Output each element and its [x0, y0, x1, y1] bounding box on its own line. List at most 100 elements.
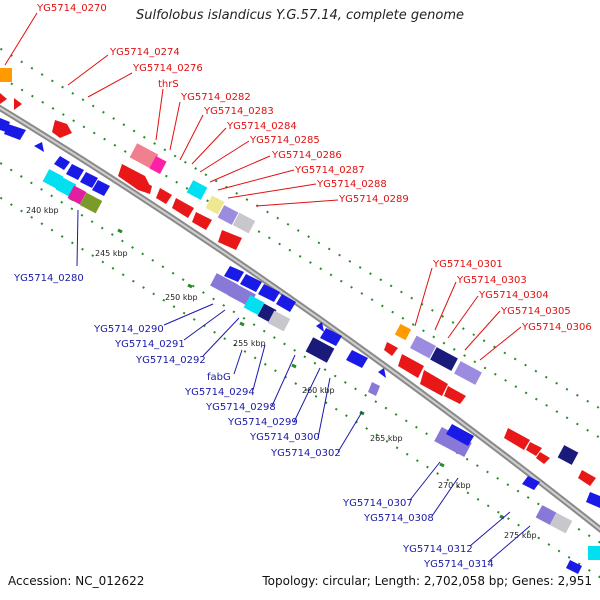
- gene-red-0286: [172, 198, 194, 218]
- gene-cyan-0292: [243, 295, 265, 315]
- label-YG5714-0292: YG5714_0292: [135, 355, 206, 366]
- label-YG5714-0314: YG5714_0314: [423, 559, 494, 570]
- gene-blue-k: [276, 294, 296, 312]
- scale-label-250: 250 kbp: [165, 293, 198, 302]
- gene-red-g: [444, 386, 466, 404]
- gene-blue-g: [92, 180, 110, 196]
- gene-red-0306: [398, 354, 424, 378]
- gene-magenta-0280: [67, 185, 87, 205]
- gene-pink-0276: [129, 143, 159, 169]
- forward-leader-lines: [4, 12, 522, 361]
- gene-cyan-edge: [588, 546, 600, 560]
- accession-text: Accession: NC_012622: [8, 574, 145, 588]
- genome-summary-text: Topology: circular; Length: 2,702,058 bp…: [262, 574, 592, 588]
- label-YG5714-0276: YG5714_0276: [132, 63, 203, 74]
- forward-strand-genes: [0, 68, 596, 486]
- gene-olive-0280: [79, 192, 103, 214]
- scale-label-260: 260 kbp: [302, 386, 335, 395]
- gene-orange-0270: [0, 68, 12, 82]
- gene-blue-m: [378, 368, 386, 378]
- gene-cyan-0280a: [42, 169, 64, 189]
- label-YG5714-0274: YG5714_0274: [109, 47, 180, 58]
- gene-navy-0304: [430, 347, 458, 371]
- gene-yellow-0287: [205, 195, 225, 215]
- scale-label-270: 270 kbp: [438, 481, 471, 490]
- gene-navy-k: [557, 445, 579, 465]
- gene-red-j: [536, 452, 550, 464]
- label-YG5714-0301: YG5714_0301: [432, 259, 503, 270]
- label-YG5714-0306: YG5714_0306: [521, 322, 592, 333]
- dotted-guides: [0, 47, 600, 579]
- gene-blue-h: [224, 266, 244, 282]
- gene-blue-0298: [316, 322, 324, 332]
- scale-label-275: 275 kbp: [504, 531, 537, 540]
- label-YG5714-0284: YG5714_0284: [226, 121, 297, 132]
- gene-red-0283: [138, 180, 152, 194]
- label-YG5714-0305: YG5714_0305: [500, 306, 571, 317]
- gene-blue-j: [258, 284, 280, 302]
- label-YG5714-0285: YG5714_0285: [249, 135, 320, 146]
- label-YG5714-0291: YG5714_0291: [114, 339, 185, 350]
- gene-red-0285: [156, 188, 172, 204]
- label-YG5714-0302: YG5714_0302: [270, 448, 341, 459]
- scale-label-255: 255 kbp: [233, 339, 266, 348]
- gene-blue-d: [54, 156, 70, 170]
- label-YG5714-0282: YG5714_0282: [180, 92, 251, 103]
- label-YG5714-0287: YG5714_0287: [294, 165, 365, 176]
- gene-red-c: [52, 120, 72, 138]
- scale-label-245: 245 kbp: [95, 249, 128, 258]
- label-thrS: thrS: [158, 79, 179, 90]
- gene-red-a: [0, 93, 7, 104]
- reverse-leader-lines: [76, 209, 531, 563]
- map-title: Sulfolobus islandicus Y.G.57.14, complet…: [136, 8, 464, 23]
- label-YG5714-0303: YG5714_0303: [456, 275, 527, 286]
- label-YG5714-0280: YG5714_0280: [13, 273, 84, 284]
- gene-blue-o: [586, 492, 600, 508]
- label-YG5714-0299: YG5714_0299: [227, 417, 298, 428]
- label-YG5714-0300: YG5714_0300: [249, 432, 320, 443]
- gene-red-l: [578, 470, 596, 486]
- label-YG5714-0289: YG5714_0289: [338, 194, 409, 205]
- gene-blue-n: [522, 476, 540, 490]
- label-YG5714-0312: YG5714_0312: [402, 544, 473, 555]
- gene-red-f: [420, 370, 448, 396]
- gene-gray-0314: [549, 512, 573, 534]
- gene-lavender-0307: [434, 426, 472, 458]
- gene-lavender-0305: [454, 361, 482, 385]
- gene-red-i: [526, 442, 542, 456]
- gene-orange-0301: [394, 323, 412, 341]
- gene-red-e: [218, 230, 242, 250]
- gene-blue-l: [346, 350, 368, 368]
- gene-red-0303: [384, 342, 398, 356]
- gene-blue-p: [566, 560, 582, 574]
- gene-blue-e: [66, 164, 84, 180]
- label-YG5714-0290: YG5714_0290: [93, 324, 164, 335]
- gene-blue-c: [34, 142, 44, 152]
- gene-navy-0299: [305, 337, 335, 363]
- gene-blue-0300: [320, 328, 342, 346]
- label-fabG: fabG: [207, 372, 231, 383]
- gene-red-b: [14, 98, 22, 110]
- gene-red-d: [192, 212, 212, 230]
- scale-label-265: 265 kbp: [370, 434, 403, 443]
- gene-lavender-0302: [368, 382, 380, 396]
- label-YG5714-0294: YG5714_0294: [184, 387, 255, 398]
- gene-lavender-0303: [410, 335, 436, 359]
- label-YG5714-0308: YG5714_0308: [363, 513, 434, 524]
- gene-cyan-0284: [186, 180, 208, 200]
- gene-gray-0294: [267, 310, 291, 332]
- gene-blue-b: [4, 124, 26, 140]
- gene-blue-i: [240, 274, 262, 292]
- gene-lavender-0288: [217, 205, 239, 225]
- gene-blue-a: [0, 118, 10, 132]
- gene-magenta-thrS: [149, 156, 167, 174]
- gene-lavender-0312: [535, 505, 557, 525]
- gene-blue-f: [80, 172, 98, 188]
- gene-red-h: [504, 428, 530, 450]
- label-YG5714-0298: YG5714_0298: [205, 402, 276, 413]
- scale-label-240: 240 kbp: [26, 206, 59, 215]
- label-YG5714-0307: YG5714_0307: [342, 498, 413, 509]
- label-YG5714-0286: YG5714_0286: [271, 150, 342, 161]
